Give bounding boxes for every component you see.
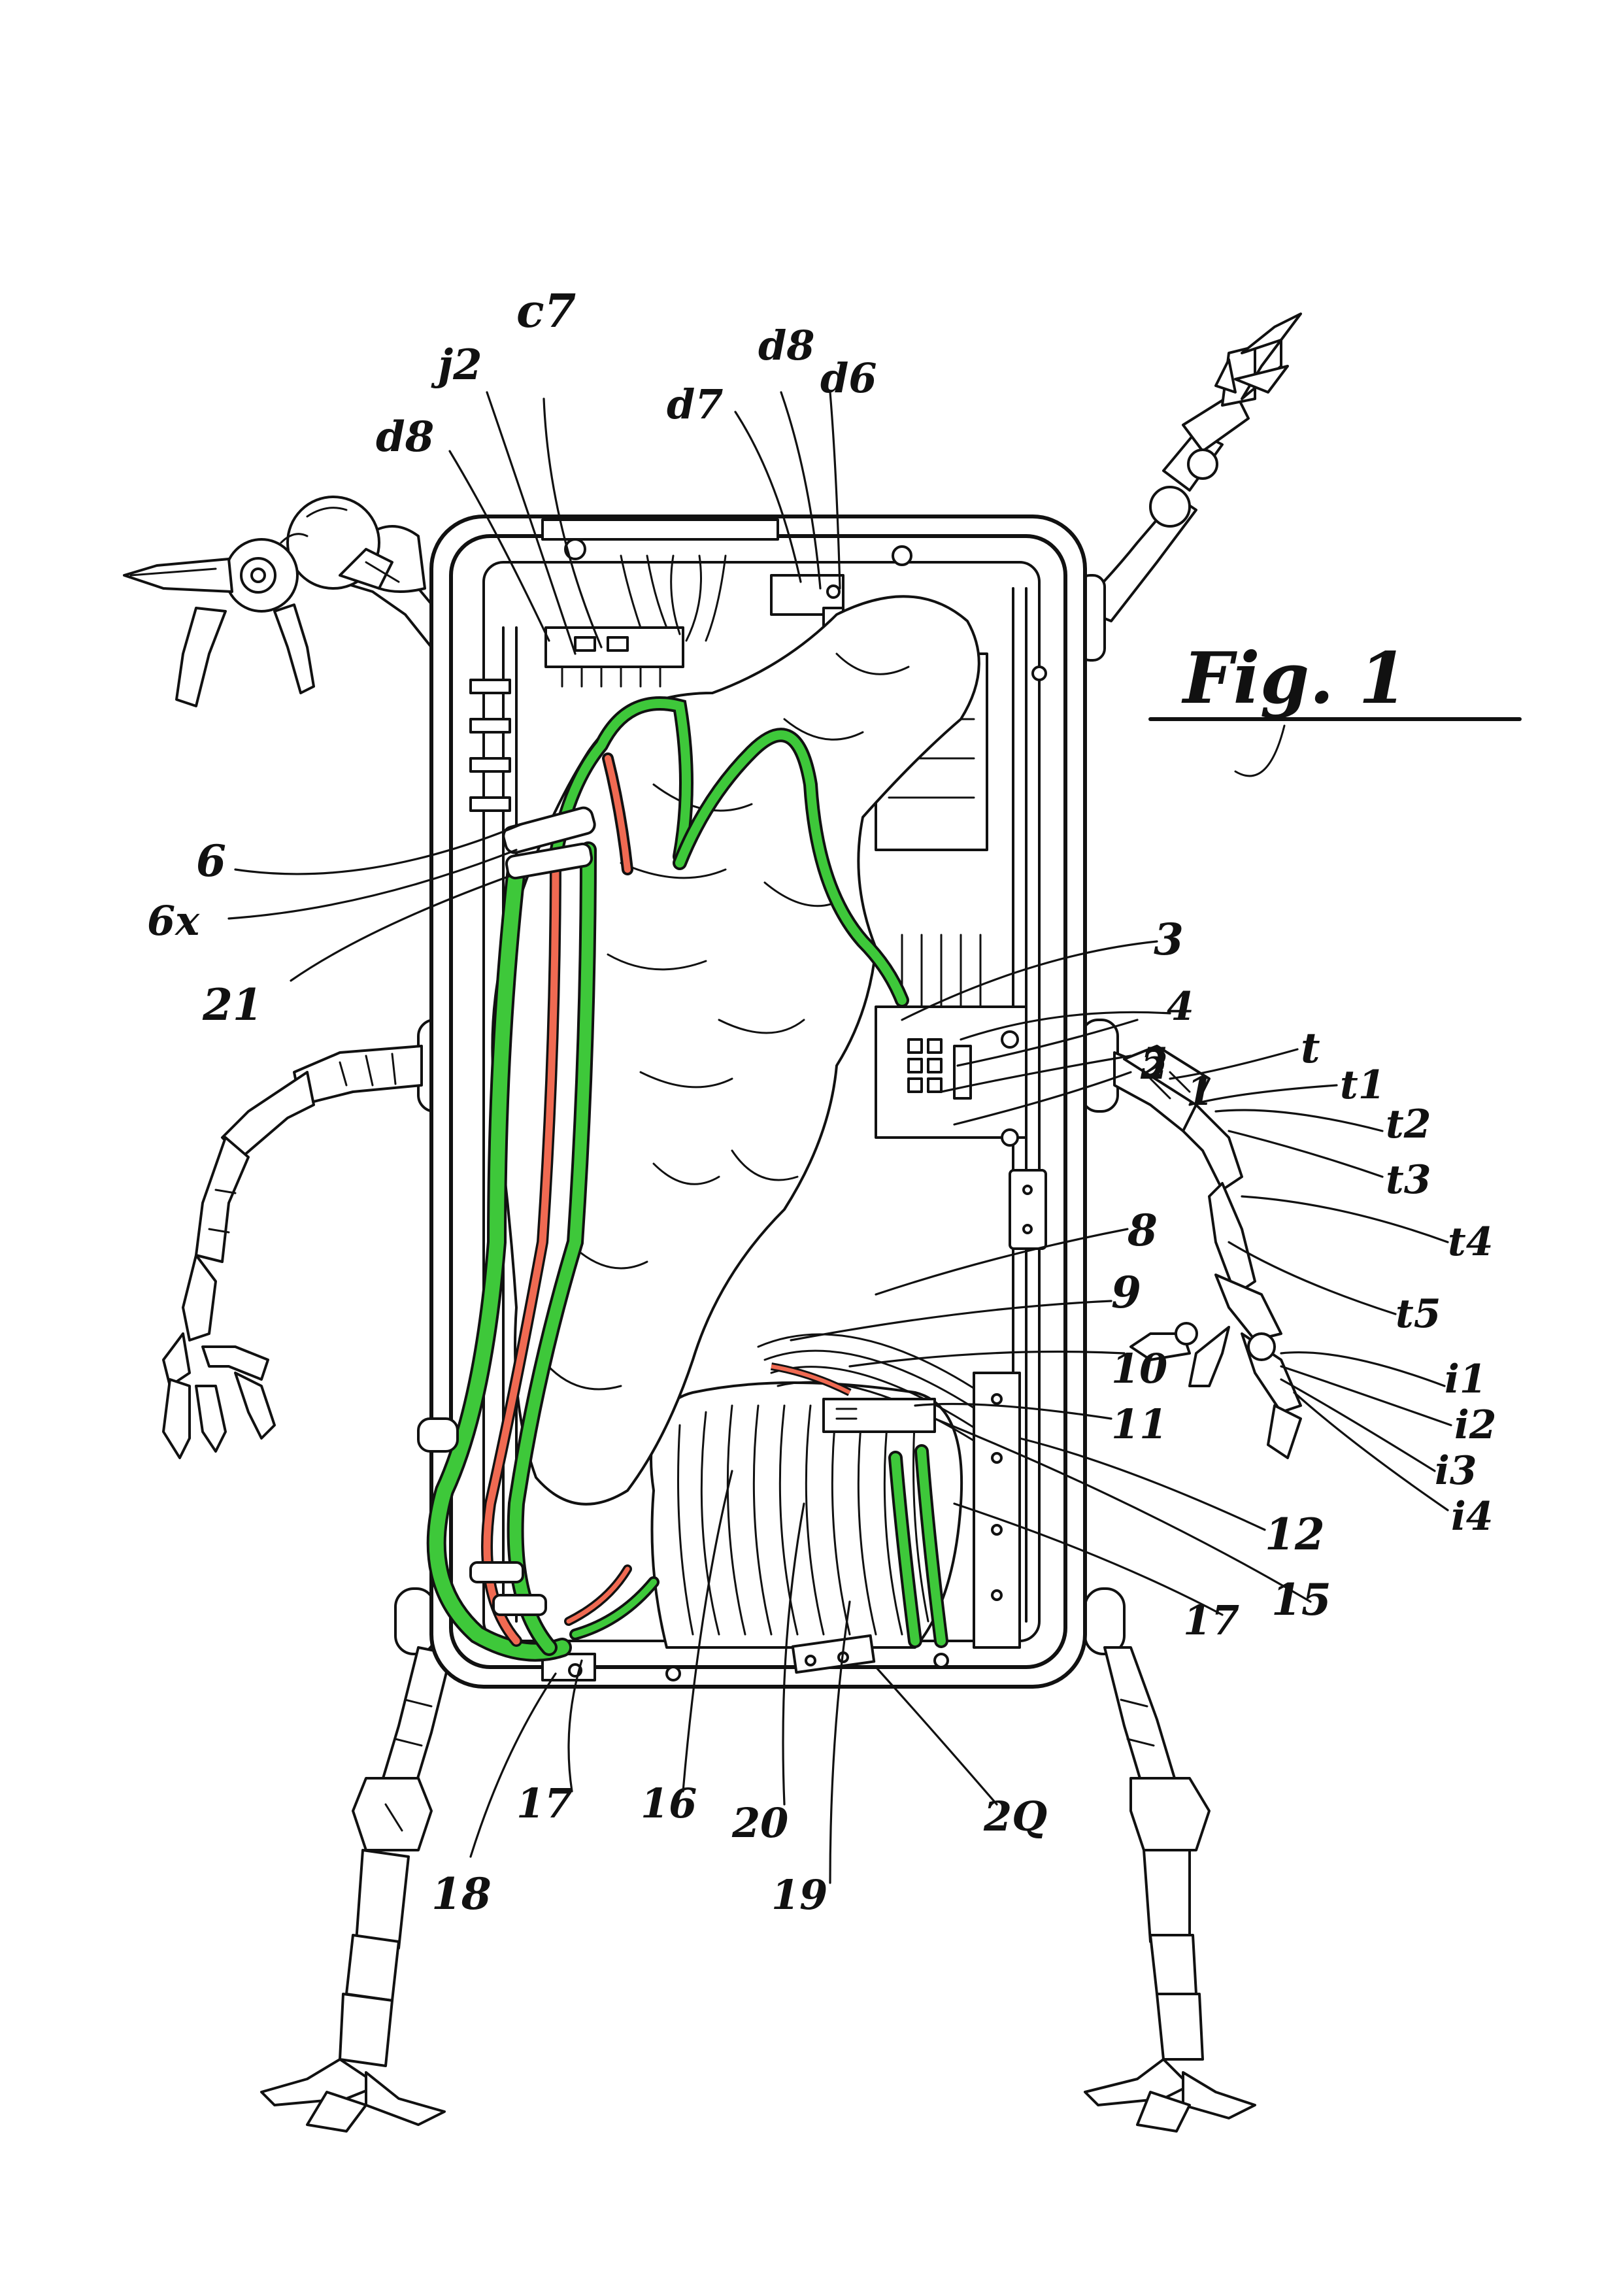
cable-bundle xyxy=(417,696,948,1662)
reference-labels: c7 j2 d8 d7 d8 d6 6 6x 21 3 4 5 1 2 t t1… xyxy=(147,284,1497,1919)
label-t: t xyxy=(1301,1024,1320,1073)
figure-title: Fig. 1 xyxy=(1181,637,1408,720)
figure-title-group: Fig. 1 xyxy=(1148,637,1522,777)
label-9: 9 xyxy=(1111,1267,1141,1318)
label-12: 12 xyxy=(1265,1509,1325,1560)
label-21: 21 xyxy=(202,979,263,1030)
label-17-right: 17 xyxy=(1183,1596,1239,1644)
label-d8-left: d8 xyxy=(376,413,434,462)
label-18: 18 xyxy=(431,1868,492,1919)
label-17-bottom: 17 xyxy=(516,1780,573,1827)
right-middle-arm xyxy=(1080,1019,1302,1459)
label-10: 10 xyxy=(1111,1345,1167,1393)
label-1: 1 xyxy=(1186,1069,1214,1115)
label-i2: i2 xyxy=(1454,1402,1497,1448)
label-11: 11 xyxy=(1111,1400,1167,1448)
label-t5: t5 xyxy=(1395,1291,1441,1337)
label-4: 4 xyxy=(1167,984,1194,1030)
label-2: 2 xyxy=(1140,1043,1168,1089)
label-i1: i1 xyxy=(1445,1357,1487,1402)
label-5: 5 xyxy=(1141,1039,1168,1085)
label-c7: c7 xyxy=(516,284,576,338)
label-2Q: 2Q xyxy=(983,1793,1047,1840)
label-d7: d7 xyxy=(667,380,724,428)
label-t4: t4 xyxy=(1448,1219,1493,1265)
label-8: 8 xyxy=(1127,1205,1158,1256)
right-upper-arm xyxy=(1071,312,1302,662)
label-20: 20 xyxy=(731,1799,788,1847)
label-19: 19 xyxy=(771,1871,827,1919)
label-15: 15 xyxy=(1271,1574,1331,1625)
label-i4: i4 xyxy=(1451,1494,1494,1540)
right-leg xyxy=(1084,1587,1256,2133)
left-middle-arm xyxy=(162,1019,456,1459)
leader-lines xyxy=(227,391,1452,1884)
label-6: 6 xyxy=(196,836,226,886)
label-t2: t2 xyxy=(1386,1102,1431,1147)
label-i3: i3 xyxy=(1435,1448,1477,1494)
label-d8-top: d8 xyxy=(758,322,815,369)
label-6x: 6x xyxy=(147,897,200,945)
label-d6: d6 xyxy=(820,354,877,402)
label-3: 3 xyxy=(1154,914,1184,965)
left-leg xyxy=(260,1587,452,2133)
left-upper-arm xyxy=(123,496,452,707)
label-t3: t3 xyxy=(1386,1157,1431,1203)
label-t1: t1 xyxy=(1340,1062,1385,1108)
label-j2: j2 xyxy=(431,341,482,390)
label-16: 16 xyxy=(641,1780,697,1827)
